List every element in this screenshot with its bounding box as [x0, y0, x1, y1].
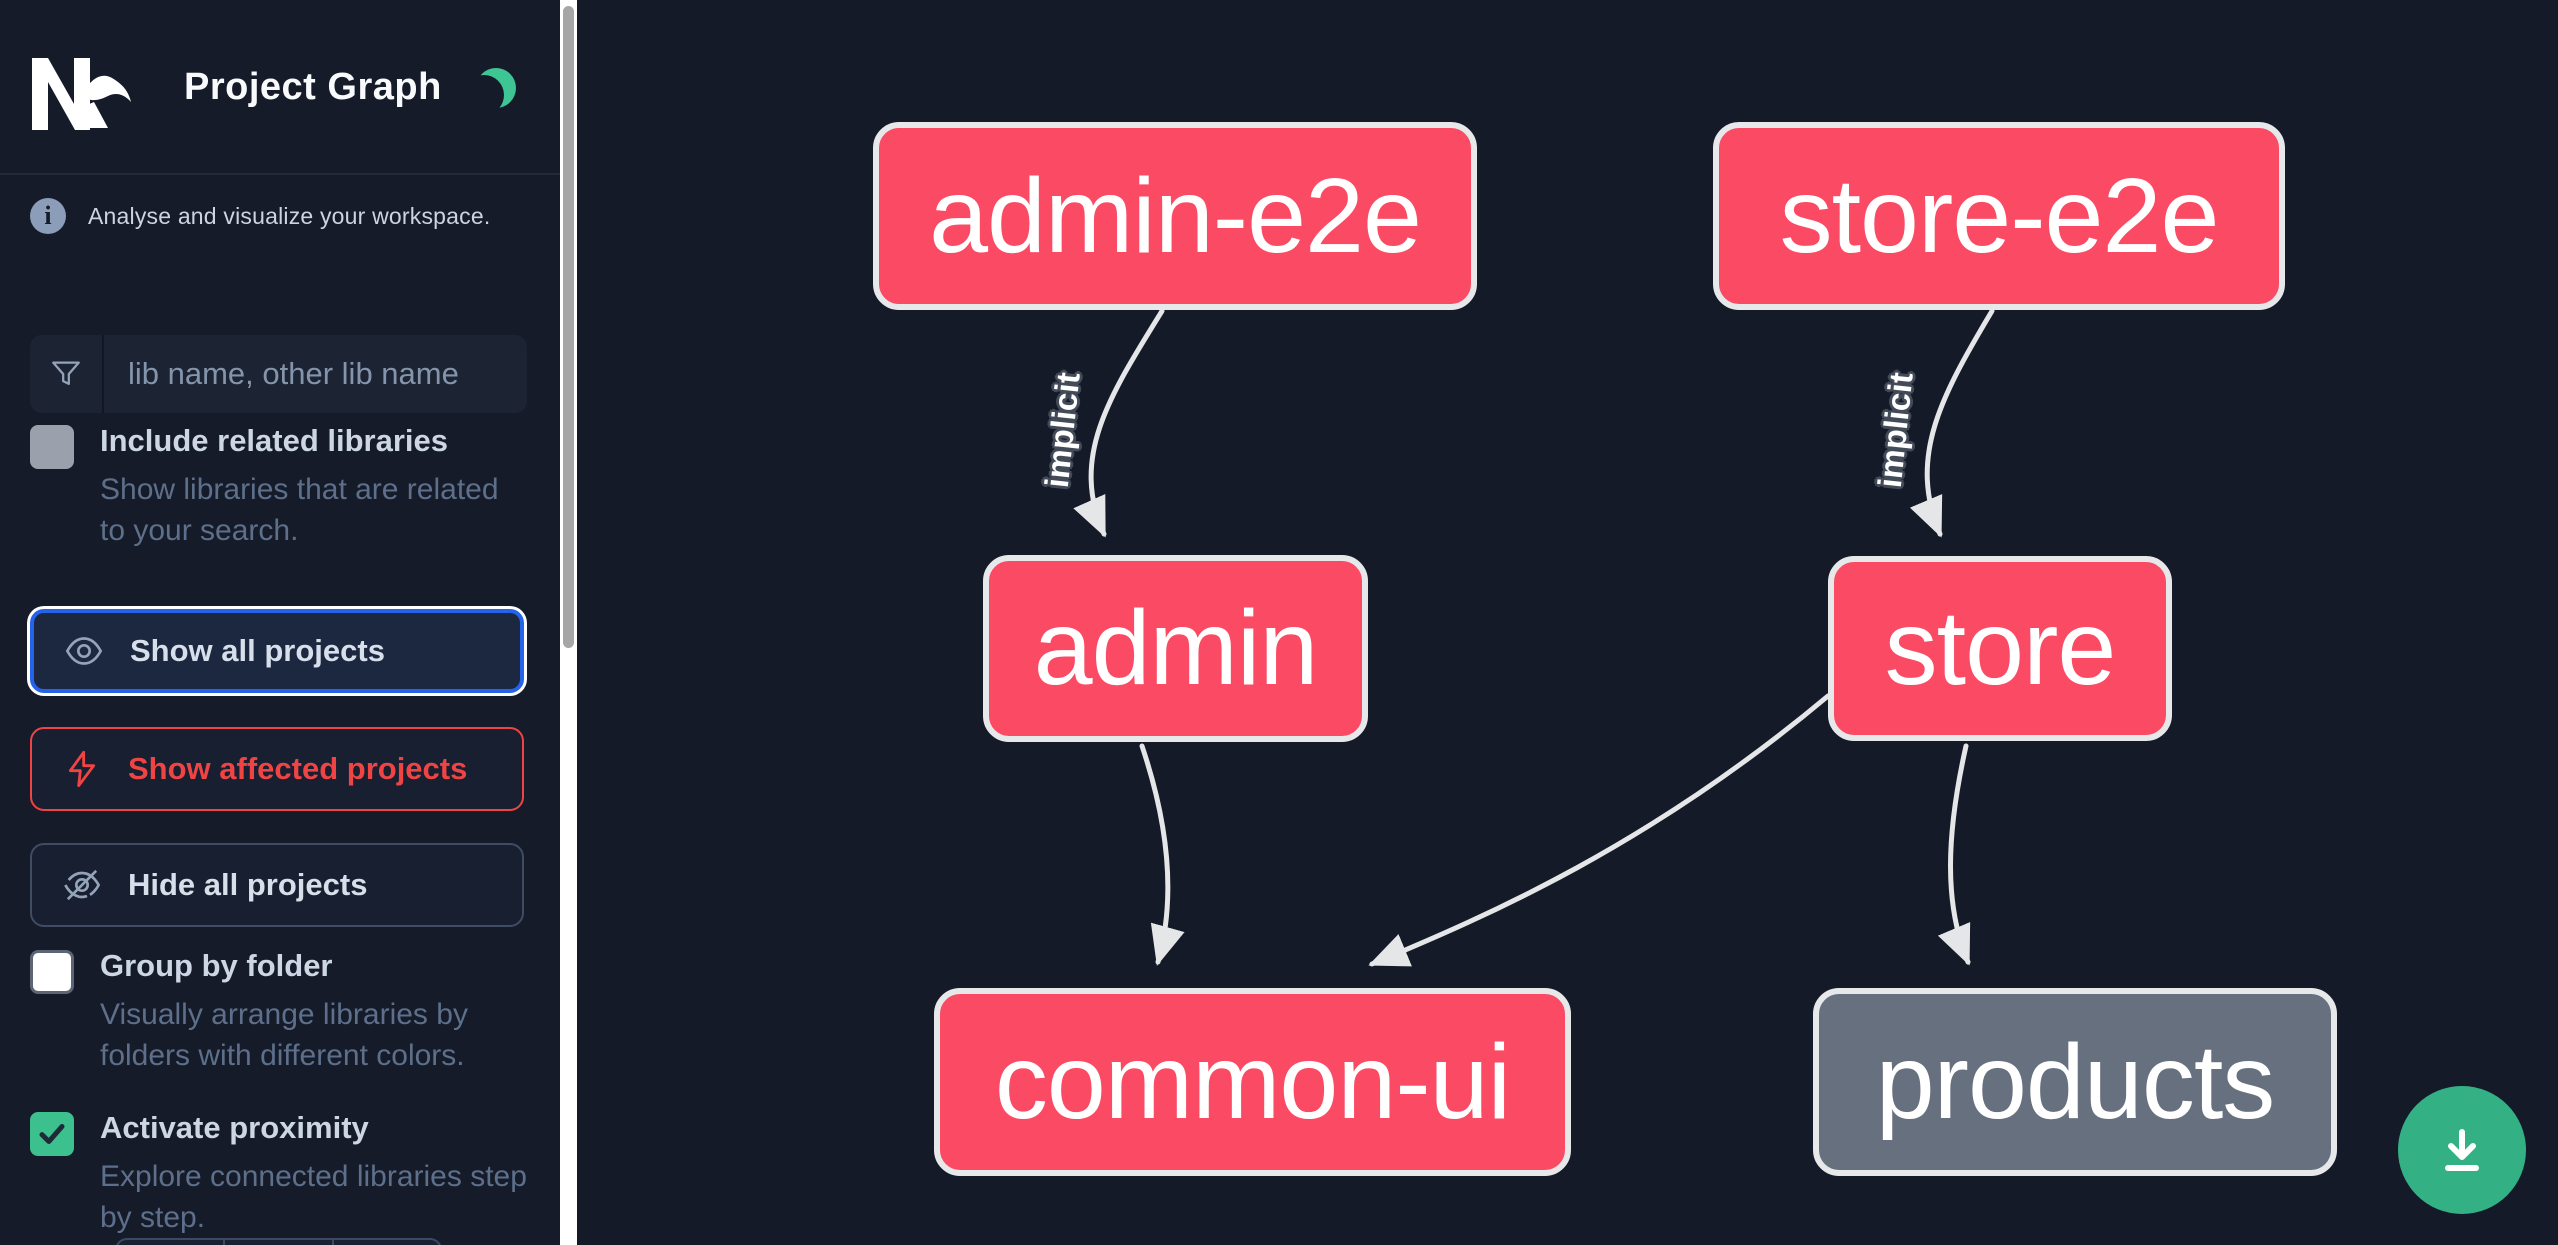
button-label: Show all projects	[130, 633, 385, 668]
download-icon	[2445, 1129, 2479, 1171]
hide-all-projects-button[interactable]: Hide all projects	[30, 843, 524, 927]
button-label: Hide all projects	[128, 867, 368, 902]
graph-node-store[interactable]: store	[1828, 556, 2172, 741]
option-description: Explore connected libraries step by step…	[100, 1160, 527, 1234]
option-label: Group by folder	[100, 948, 333, 983]
show-all-projects-button[interactable]: Show all projects	[30, 609, 524, 693]
sidebar-header: Project Graph	[0, 0, 560, 175]
filter-search-input[interactable]	[104, 335, 527, 413]
graph-node-common-ui[interactable]: common-ui	[934, 988, 1571, 1176]
funnel-filter-icon	[30, 335, 104, 413]
eye-off-icon	[64, 869, 101, 901]
checkmark-icon	[39, 1124, 65, 1144]
checkbox-group-by-folder[interactable]	[30, 950, 74, 994]
sidebar-scrollbar-track[interactable]	[560, 0, 577, 1245]
option-activate-proximity: Activate proximity Explore connected lib…	[30, 1110, 535, 1238]
checkbox-include-related-libraries[interactable]	[30, 425, 74, 469]
sidebar-scrollbar-thumb[interactable]	[563, 6, 574, 648]
filter-search-box	[30, 335, 527, 413]
option-label: Activate proximity	[100, 1110, 369, 1145]
theme-toggle-moon-icon[interactable]	[476, 68, 516, 108]
lightning-bolt-icon	[68, 750, 96, 788]
option-description: Show libraries that are related to your …	[100, 473, 499, 547]
option-include-related-libraries: Include related libraries Show libraries…	[30, 423, 535, 551]
nx-logo	[32, 58, 131, 130]
option-label: Include related libraries	[100, 423, 449, 458]
stepper-segment[interactable]	[225, 1240, 334, 1245]
tagline-row: i Analyse and visualize your workspace.	[30, 198, 530, 234]
graph-node-admin-e2e[interactable]: admin-e2e	[873, 122, 1477, 310]
stepper-segment[interactable]	[334, 1240, 440, 1245]
option-group-by-folder: Group by folder Visually arrange librari…	[30, 948, 535, 1076]
option-description: Visually arrange libraries by folders wi…	[100, 998, 468, 1072]
graph-node-store-e2e[interactable]: store-e2e	[1713, 122, 2285, 310]
show-affected-projects-button[interactable]: Show affected projects	[30, 727, 524, 811]
sidebar: Project Graph i Analyse and visualize yo…	[0, 0, 560, 1245]
graph-node-admin[interactable]: admin	[983, 555, 1368, 742]
button-label: Show affected projects	[128, 751, 468, 786]
tagline-text: Analyse and visualize your workspace.	[88, 202, 491, 229]
download-image-button[interactable]	[2398, 1086, 2526, 1214]
checkbox-activate-proximity[interactable]	[30, 1112, 74, 1156]
info-icon: i	[30, 198, 66, 234]
eye-icon	[65, 637, 103, 665]
stepper-segment[interactable]	[117, 1240, 226, 1245]
proximity-depth-stepper[interactable]	[115, 1238, 442, 1245]
page-title: Project Graph	[184, 66, 442, 108]
graph-node-products[interactable]: products	[1813, 988, 2337, 1176]
